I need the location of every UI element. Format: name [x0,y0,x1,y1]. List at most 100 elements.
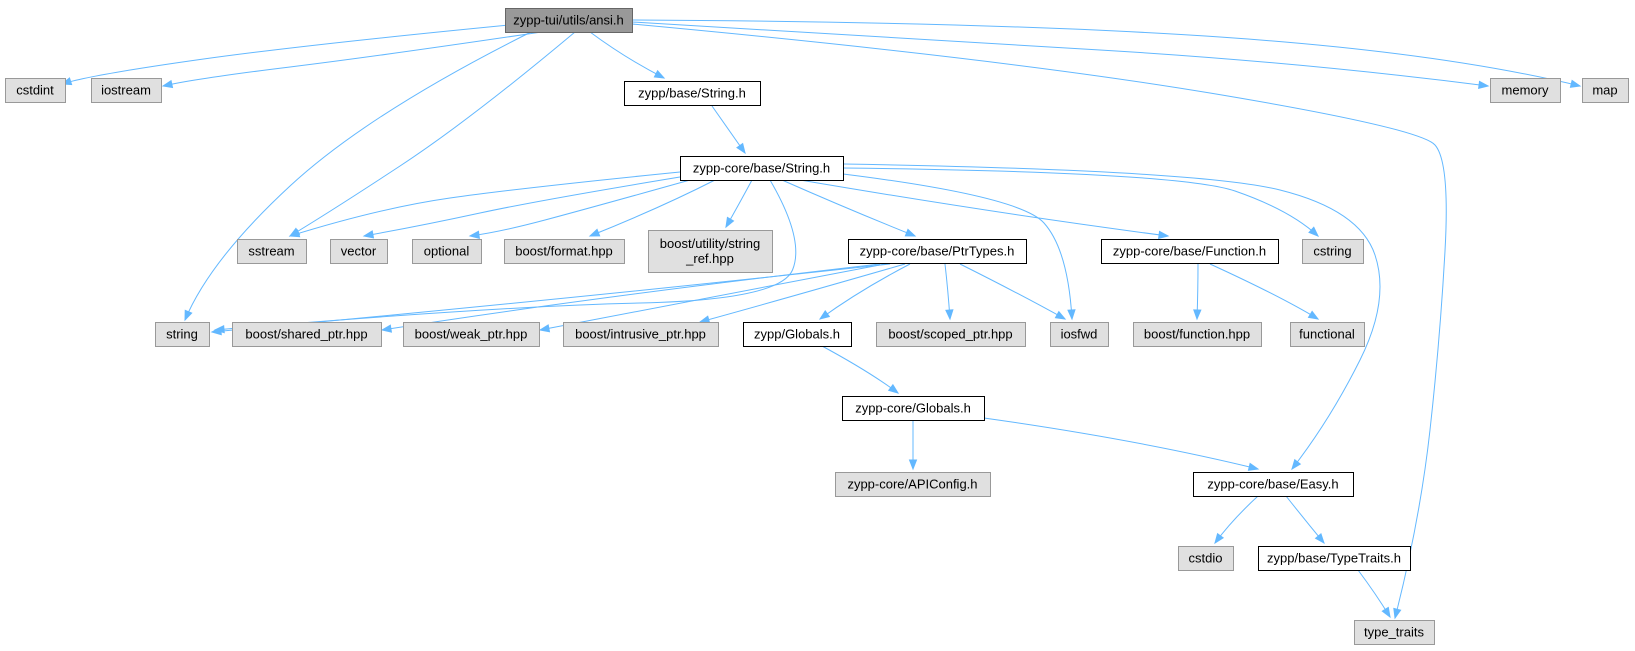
node-label: zypp/Globals.h [754,327,840,342]
node-functional[interactable]: functional [1290,322,1365,347]
node-intrusive_ptr[interactable]: boost/intrusive_ptr.hpp [563,322,719,347]
node-string_ref[interactable]: boost/utility/string_ref.hpp [648,230,773,273]
edge-line [184,29,536,321]
node-format[interactable]: boost/format.hpp [504,239,625,264]
node-sstream[interactable]: sstream [237,239,307,264]
node-apiconfig[interactable]: zypp-core/APIConfig.h [835,472,991,497]
edge-line [589,179,716,237]
edge-zcb_string-to-function_h [799,179,1170,239]
edge-line [781,179,916,237]
node-box [848,239,1027,264]
node-iostream[interactable]: iostream [91,78,162,103]
arrow-head-icon [184,309,193,322]
node-box [1193,472,1354,497]
node-type_traits[interactable]: type_traits [1354,620,1435,645]
edge-ansi-to-cstdint [60,21,541,86]
edge-ansi-to-iostream [161,29,556,89]
node-vector[interactable]: vector [330,239,388,264]
node-cstring[interactable]: cstring [1302,239,1364,264]
node-iosfwd[interactable]: iosfwd [1050,322,1109,347]
edge-line [1209,263,1319,320]
edge-zb_string-to-zcb_string [711,105,746,155]
edge-line [842,163,1381,470]
edge-line [799,179,1169,237]
node-shared_ptr[interactable]: boost/shared_ptr.hpp [232,322,382,347]
edge-typetraits-to-type_traits [1357,569,1391,619]
node-label: iostream [101,83,151,98]
edge-easy-to-typetraits [1285,495,1325,545]
node-box [330,239,388,264]
edge-ptrtypes-to-scoped_ptr [944,263,954,321]
node-cstdint[interactable]: cstdint [5,78,66,103]
edge-line [631,21,1489,87]
node-box [1582,78,1629,103]
node-label: boost/utility/string [660,236,760,251]
node-box [842,396,985,421]
node-ptrtypes[interactable]: zypp-core/base/PtrTypes.h [848,239,1027,264]
node-ansi[interactable]: zypp-tui/utils/ansi.h [505,8,633,33]
node-box [232,322,382,347]
arrow-head-icon [380,324,393,333]
node-label: zypp-core/base/String.h [693,161,830,176]
node-box [91,78,162,103]
node-b_function[interactable]: boost/function.hpp [1133,322,1262,347]
node-memory[interactable]: memory [1490,78,1561,103]
node-box [5,78,66,103]
node-optional[interactable]: optional [412,239,482,264]
node-box [1258,546,1411,571]
node-box [1354,620,1435,645]
node-label: iosfwd [1061,327,1098,342]
arrow-head-icon [1291,458,1302,471]
node-string[interactable]: string [155,322,210,347]
arrow-head-icon [653,69,666,79]
node-label: cstdio [1189,551,1223,566]
edge-ptrtypes-to-shared_ptr [380,263,881,333]
node-label: boost/intrusive_ptr.hpp [575,327,706,342]
edge-zcb_string-to-string_ref [725,179,753,229]
edge-line [363,175,687,237]
arrow-head-icon [1214,532,1225,545]
edge-zcb_string-to-easy [842,163,1381,471]
node-box [743,322,852,347]
arrow-head-icon [887,383,900,394]
node-function_h[interactable]: zypp-core/base/Function.h [1101,239,1279,264]
node-layer: zypp-tui/utils/ansi.h cstdint iostream zypp… [5,8,1629,645]
node-map[interactable]: map [1582,78,1629,103]
edge-ansi-to-memory [631,21,1490,89]
arrow-head-icon [818,309,831,320]
node-z_globals[interactable]: zypp/Globals.h [743,322,852,347]
edge-line [289,171,681,237]
arrow-head-icon [362,230,375,239]
node-typetraits[interactable]: zypp/base/TypeTraits.h [1258,546,1411,571]
node-zb_string[interactable]: zypp/base/String.h [624,81,761,106]
node-label: zypp/base/TypeTraits.h [1267,551,1401,566]
arrow-head-icon [725,216,735,229]
node-label: boost/shared_ptr.hpp [245,327,367,342]
arrow-head-icon [161,79,174,89]
edge-zcb_string-to-vector [362,175,687,239]
arrow-head-icon [908,459,918,471]
edge-ptrtypes-to-weak_ptr [538,263,886,333]
edge-ansi-to-map [631,19,1582,88]
node-cstdio[interactable]: cstdio [1178,546,1234,571]
arrow-head-icon [210,326,222,336]
node-zcb_string[interactable]: zypp-core/base/String.h [680,156,844,181]
node-label: cstring [1313,244,1351,259]
node-label: sstream [248,244,294,259]
node-easy[interactable]: zypp-core/base/Easy.h [1193,472,1354,497]
node-label: zypp-core/base/Easy.h [1207,477,1338,492]
arrow-head-icon [698,315,711,324]
node-box [504,239,625,264]
edge-zcb_string-to-ptrtypes [781,179,917,237]
arrow-head-icon [1478,80,1490,89]
node-scoped_ptr[interactable]: boost/scoped_ptr.hpp [876,322,1026,347]
node-zc_globals[interactable]: zypp-core/Globals.h [842,396,985,421]
node-box [1490,78,1561,103]
node-label: functional [1299,327,1355,342]
arrow-head-icon [736,142,746,155]
arrow-head-icon [468,230,480,239]
node-weak_ptr[interactable]: boost/weak_ptr.hpp [403,322,540,347]
arrow-head-icon [1193,309,1202,321]
edge-line [959,263,1066,320]
node-box [505,8,633,33]
